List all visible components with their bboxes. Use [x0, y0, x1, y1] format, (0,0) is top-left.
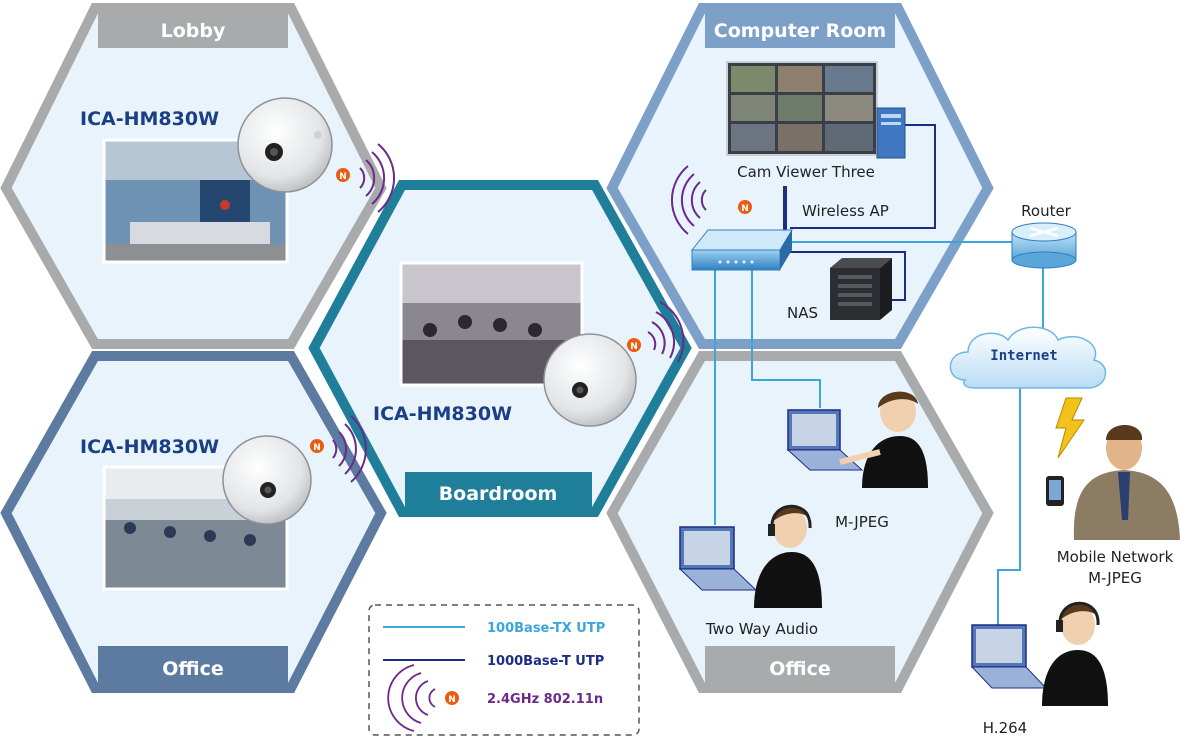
zone-label-computer-room: Computer Room — [714, 20, 886, 42]
legend-wifi-badge: N — [448, 695, 456, 705]
camera-label-office: ICA-HM830W — [80, 436, 219, 458]
cable-1000-server — [790, 124, 936, 229]
laptop-audio-label: Two Way Audio — [705, 620, 818, 638]
wifi-badge-office: N — [313, 443, 321, 453]
internet-cloud: Internet — [949, 326, 1107, 389]
boardroom-photo — [399, 261, 584, 387]
laptop-mjpeg-label: M-JPEG — [835, 513, 889, 531]
cable-1000-nas — [790, 251, 906, 301]
cables — [714, 124, 1044, 625]
mobile-network-label: Mobile Network — [1057, 548, 1174, 566]
nas-device — [830, 258, 892, 320]
cable-100-laptop-mjpeg — [751, 270, 821, 408]
router-label: Router — [1021, 202, 1072, 220]
wifi-badge-ap: N — [741, 204, 749, 214]
wifi-badge-boardroom: N — [630, 342, 638, 352]
laptop-h264-label: H.264 — [983, 719, 1027, 737]
legend-label-wireless: 2.4GHz 802.11n — [487, 692, 603, 707]
legend-wifi-icon: N — [387, 664, 459, 732]
camera-label-boardroom: ICA-HM830W — [373, 403, 512, 425]
cable-100-h264 — [997, 385, 1021, 625]
lightning-icon — [1055, 397, 1085, 459]
laptop-user-h264 — [970, 601, 1108, 706]
wifi-lobby-icon: N — [336, 143, 395, 213]
cam-viewer-monitor — [726, 61, 878, 156]
router-device — [1011, 222, 1077, 269]
internet-label: Internet — [990, 348, 1057, 364]
zone-label-lobby: Lobby — [161, 20, 226, 42]
laptop-user-mjpeg — [786, 391, 928, 488]
wireless-ap-label: Wireless AP — [802, 202, 889, 220]
wifi-office-icon: N — [310, 415, 367, 483]
camera-lobby — [237, 97, 333, 193]
camera-office — [222, 435, 312, 525]
legend: 100Base-TX UTP 1000Base-T UTP N 2.4GHz 8… — [368, 604, 640, 736]
cam-viewer-label: Cam Viewer Three — [737, 163, 875, 181]
wifi-boardroom-icon: N — [627, 301, 685, 363]
legend-label-1000: 1000Base-T UTP — [487, 654, 604, 669]
mobile-user — [1046, 425, 1180, 540]
camera-label-lobby: ICA-HM830W — [80, 108, 219, 130]
wireless-ap-device — [690, 186, 793, 271]
legend-label-100: 100Base-TX UTP — [487, 621, 605, 636]
wifi-badge-lobby: N — [339, 172, 347, 182]
camera-boardroom — [543, 333, 637, 427]
mobile-format-label: M-JPEG — [1088, 569, 1142, 587]
server-icon — [876, 107, 906, 159]
zone-label-office-right: Office — [769, 658, 831, 680]
zone-label-office-left: Office — [162, 658, 224, 680]
laptop-user-audio — [678, 504, 822, 608]
nas-label: NAS — [787, 304, 818, 322]
zone-label-boardroom: Boardroom — [439, 483, 558, 505]
wifi-ap-icon: N — [671, 165, 752, 235]
